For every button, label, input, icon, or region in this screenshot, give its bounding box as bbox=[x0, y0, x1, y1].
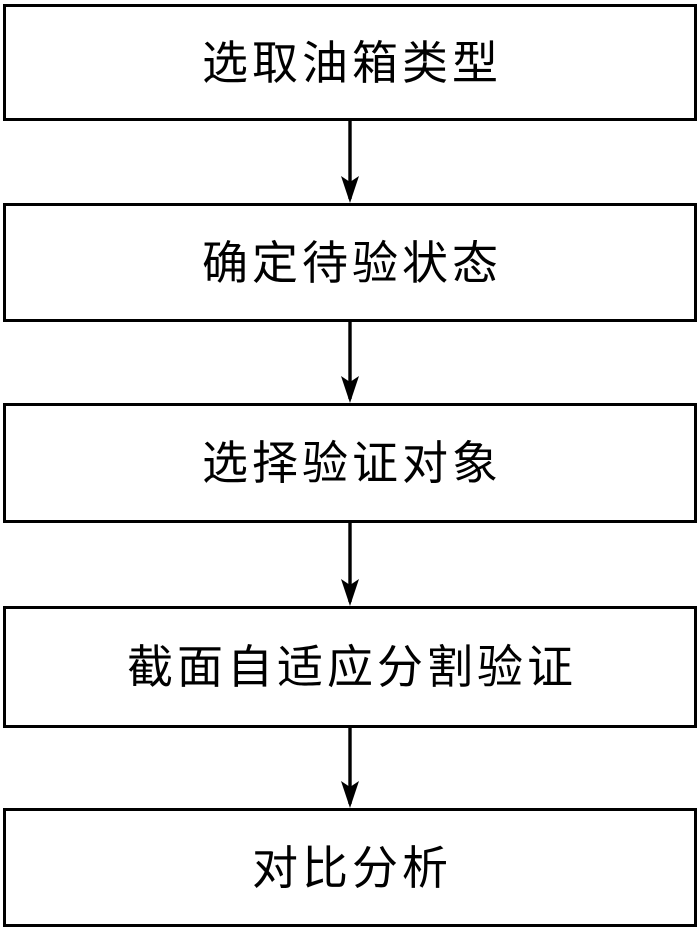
flowchart-node-3-label: 选择验证对象 bbox=[202, 436, 502, 490]
flowchart-node-4-label: 截面自适应分割验证 bbox=[127, 640, 577, 694]
arrow-down-icon-3 bbox=[341, 523, 359, 606]
flowchart-edge-2 bbox=[0, 322, 700, 403]
flowchart-node-2: 确定待验状态 bbox=[3, 203, 697, 322]
flowchart-edge-4 bbox=[0, 728, 700, 808]
flowchart-node-2-label: 确定待验状态 bbox=[202, 235, 502, 290]
arrow-down-icon-2 bbox=[341, 322, 359, 403]
flowchart-node-1-label: 选取油箱类型 bbox=[202, 35, 502, 90]
flowchart-node-1: 选取油箱类型 bbox=[3, 4, 697, 121]
flowchart-edge-1 bbox=[0, 121, 700, 203]
flowchart-edge-3 bbox=[0, 523, 700, 606]
arrow-down-icon-1 bbox=[341, 121, 359, 203]
flowchart-node-3: 选择验证对象 bbox=[3, 403, 697, 523]
flowchart-node-5-label: 对比分析 bbox=[252, 840, 452, 895]
flowchart-node-4: 截面自适应分割验证 bbox=[3, 606, 697, 728]
flowchart-node-5: 对比分析 bbox=[3, 808, 697, 927]
arrow-down-icon-4 bbox=[341, 728, 359, 808]
